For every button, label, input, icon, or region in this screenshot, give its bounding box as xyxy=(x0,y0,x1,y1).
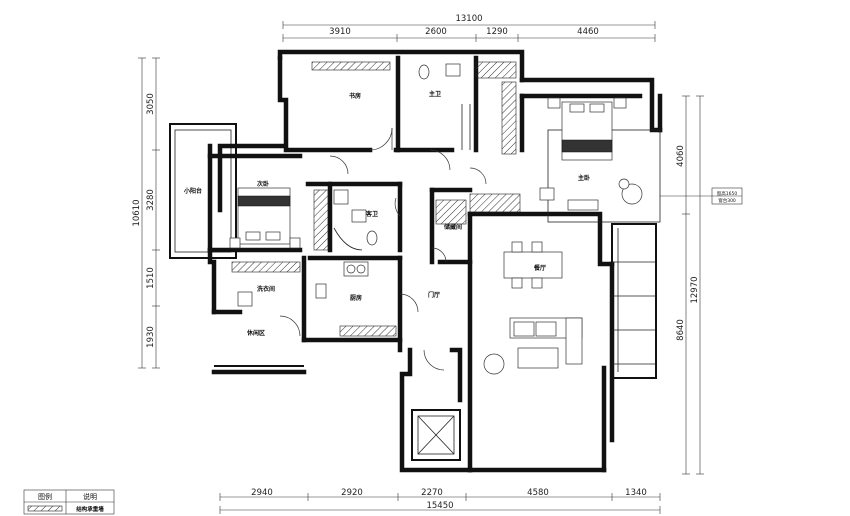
left-total-dim: 10610 xyxy=(132,199,142,226)
wardrobes xyxy=(231,61,521,337)
legend-header-desc: 说明 xyxy=(83,492,97,501)
top-dimension: 13100 3910 2600 1290 4460 xyxy=(282,14,656,42)
left-dim-4: 1930 xyxy=(146,326,156,348)
master-armchair xyxy=(539,178,643,211)
room-guest-bath: 客卫 xyxy=(365,210,378,218)
legend: 图例 说明 结构承重墙 xyxy=(23,489,115,515)
top-dim-4: 4460 xyxy=(577,27,599,37)
top-dim-3: 1290 xyxy=(486,27,508,37)
small-balcony xyxy=(169,123,237,259)
room-entrance: 门厅 xyxy=(428,291,440,299)
left-dimension: 10610 3050 3280 1510 1930 xyxy=(132,57,160,369)
right-dim-1: 4060 xyxy=(676,145,686,167)
bottom-dim-2: 2920 xyxy=(341,488,363,498)
room-master-bath: 主卫 xyxy=(429,90,441,98)
sofa xyxy=(483,317,583,375)
legend-wall-swatch xyxy=(27,505,63,512)
bottom-dim-3: 2270 xyxy=(421,488,443,498)
left-dim-1: 3050 xyxy=(146,93,156,115)
kitchen-fixtures xyxy=(237,261,369,307)
master-bed xyxy=(547,97,627,161)
window-height-label: 窗台300 xyxy=(718,197,736,204)
legend-header-symbol: 图例 xyxy=(38,492,52,501)
room-study: 书房 xyxy=(349,92,361,100)
dining-table xyxy=(503,241,563,289)
room-labels: 书房 主卫 主卧 次卧 小阳台 客卫 储藏间 餐厅 洗衣间 厨房 门厅 休闲区 xyxy=(183,90,590,337)
right-dimension: 4060 8640 12970 xyxy=(676,95,704,475)
window-sill-label: 窗高1650 xyxy=(717,190,738,197)
bottom-dim-4: 4580 xyxy=(527,488,549,498)
structural-walls xyxy=(207,49,663,473)
room-leisure: 休闲区 xyxy=(246,329,265,337)
top-dim-1: 3910 xyxy=(329,27,351,37)
left-dim-3: 1510 xyxy=(146,267,156,289)
legend-wall-desc: 结构承重墙 xyxy=(76,505,104,513)
room-master-bedroom: 主卧 xyxy=(578,174,590,182)
top-total-dim: 13100 xyxy=(455,14,482,24)
room-storage: 储藏间 xyxy=(443,223,462,231)
bottom-dim-1: 2940 xyxy=(251,488,273,498)
room-kitchen: 厨房 xyxy=(350,294,362,302)
top-dim-2: 2600 xyxy=(425,27,447,37)
room-laundry: 洗衣间 xyxy=(257,285,275,293)
right-balcony xyxy=(547,129,661,379)
bottom-dimension: 2940 2920 2270 4580 1340 15450 xyxy=(219,488,661,514)
bottom-total-dim: 15450 xyxy=(426,501,453,511)
doors xyxy=(279,127,487,371)
room-dining: 餐厅 xyxy=(533,264,546,272)
bath-fixtures xyxy=(333,63,471,251)
elevator xyxy=(417,415,455,455)
right-total-dim: 12970 xyxy=(690,276,700,303)
window-annotation: 窗高1650 窗台300 xyxy=(660,187,743,205)
room-second-bedroom: 次卧 xyxy=(257,180,269,188)
second-bed xyxy=(229,187,301,249)
bottom-dim-5: 1340 xyxy=(625,488,647,498)
room-small-balcony: 小阳台 xyxy=(183,187,202,195)
right-dim-2: 8640 xyxy=(676,319,686,341)
left-dim-2: 3280 xyxy=(146,189,156,211)
